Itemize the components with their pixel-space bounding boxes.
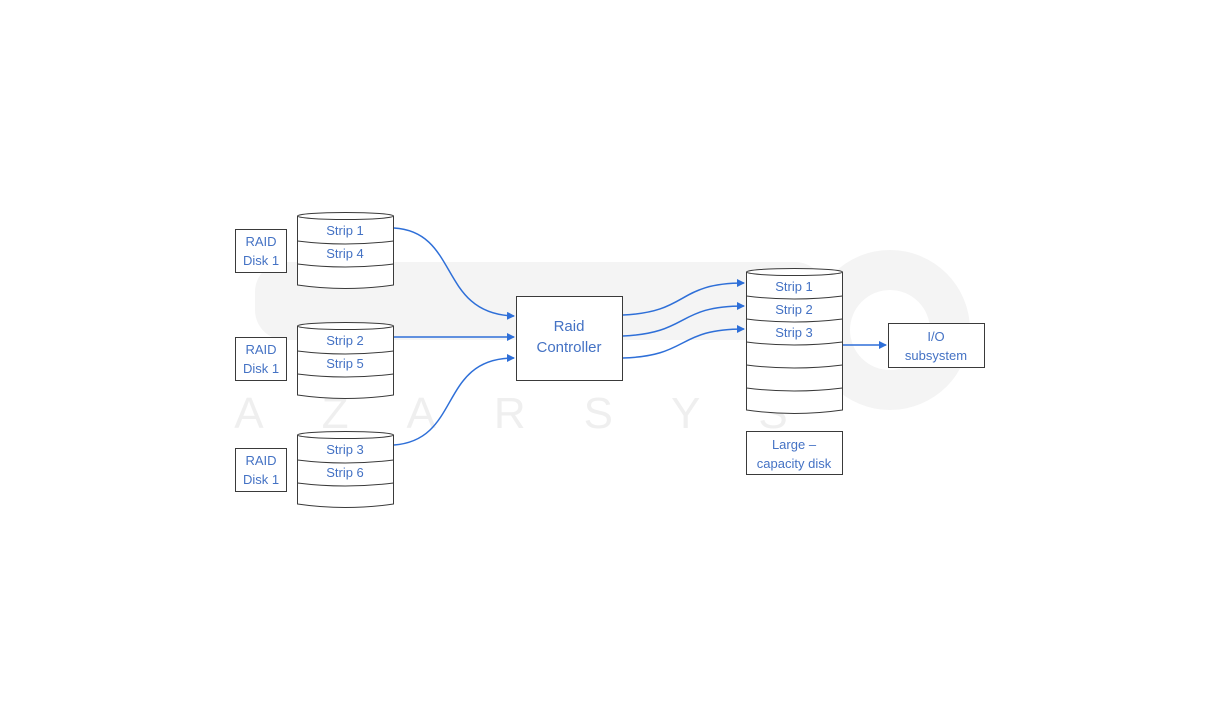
large-capacity-disk-cylinder bbox=[746, 268, 843, 414]
raid-disk-label-2: RAID Disk 1 bbox=[235, 337, 287, 381]
arrow-disk1-to-controller bbox=[393, 227, 515, 320]
io-line1: I/O bbox=[927, 329, 944, 344]
arrow-controller-to-strip1 bbox=[622, 279, 745, 316]
raid-controller-line1: Raid bbox=[554, 318, 585, 335]
large-disk-strip-2: Strip 2 bbox=[775, 302, 813, 317]
raid-disk-label-3: RAID Disk 1 bbox=[235, 448, 287, 492]
raid-disk-cylinder-1 bbox=[297, 212, 394, 289]
disk3-strip-a: Strip 3 bbox=[326, 442, 364, 457]
arrow-controller-to-strip3 bbox=[622, 325, 745, 359]
svg-text:Large –: Large – bbox=[772, 437, 817, 452]
disk2-strip-a: Strip 2 bbox=[326, 333, 364, 348]
disk1-strip-b: Strip 4 bbox=[326, 246, 364, 261]
raid-disk-label-1: RAID Disk 1 bbox=[235, 229, 287, 273]
svg-text:Disk 1: Disk 1 bbox=[243, 472, 279, 487]
large-capacity-disk-label: Large – capacity disk bbox=[746, 431, 843, 475]
svg-text:RAID: RAID bbox=[245, 342, 276, 357]
svg-text:RAID: RAID bbox=[245, 453, 276, 468]
disk3-strip-b: Strip 6 bbox=[326, 465, 364, 480]
raid-controller-box: Raid Controller bbox=[516, 296, 623, 381]
io-subsystem-box: I/O subsystem bbox=[888, 323, 985, 368]
svg-text:Disk 1: Disk 1 bbox=[243, 253, 279, 268]
large-disk-strip-3: Strip 3 bbox=[775, 325, 813, 340]
svg-text:capacity disk: capacity disk bbox=[757, 456, 832, 471]
raid-disk-cylinder-2 bbox=[297, 322, 394, 399]
svg-text:RAID: RAID bbox=[245, 234, 276, 249]
arrow-disk3-to-controller bbox=[393, 354, 515, 446]
raid-disk-cylinder-3 bbox=[297, 431, 394, 508]
arrow-controller-to-strip2 bbox=[622, 302, 745, 337]
large-disk-strip-1: Strip 1 bbox=[775, 279, 813, 294]
svg-text:Disk 1: Disk 1 bbox=[243, 361, 279, 376]
disk2-strip-b: Strip 5 bbox=[326, 356, 364, 371]
io-line2: subsystem bbox=[905, 348, 967, 363]
disk1-strip-a: Strip 1 bbox=[326, 223, 364, 238]
raid-controller-line2: Controller bbox=[536, 339, 601, 356]
